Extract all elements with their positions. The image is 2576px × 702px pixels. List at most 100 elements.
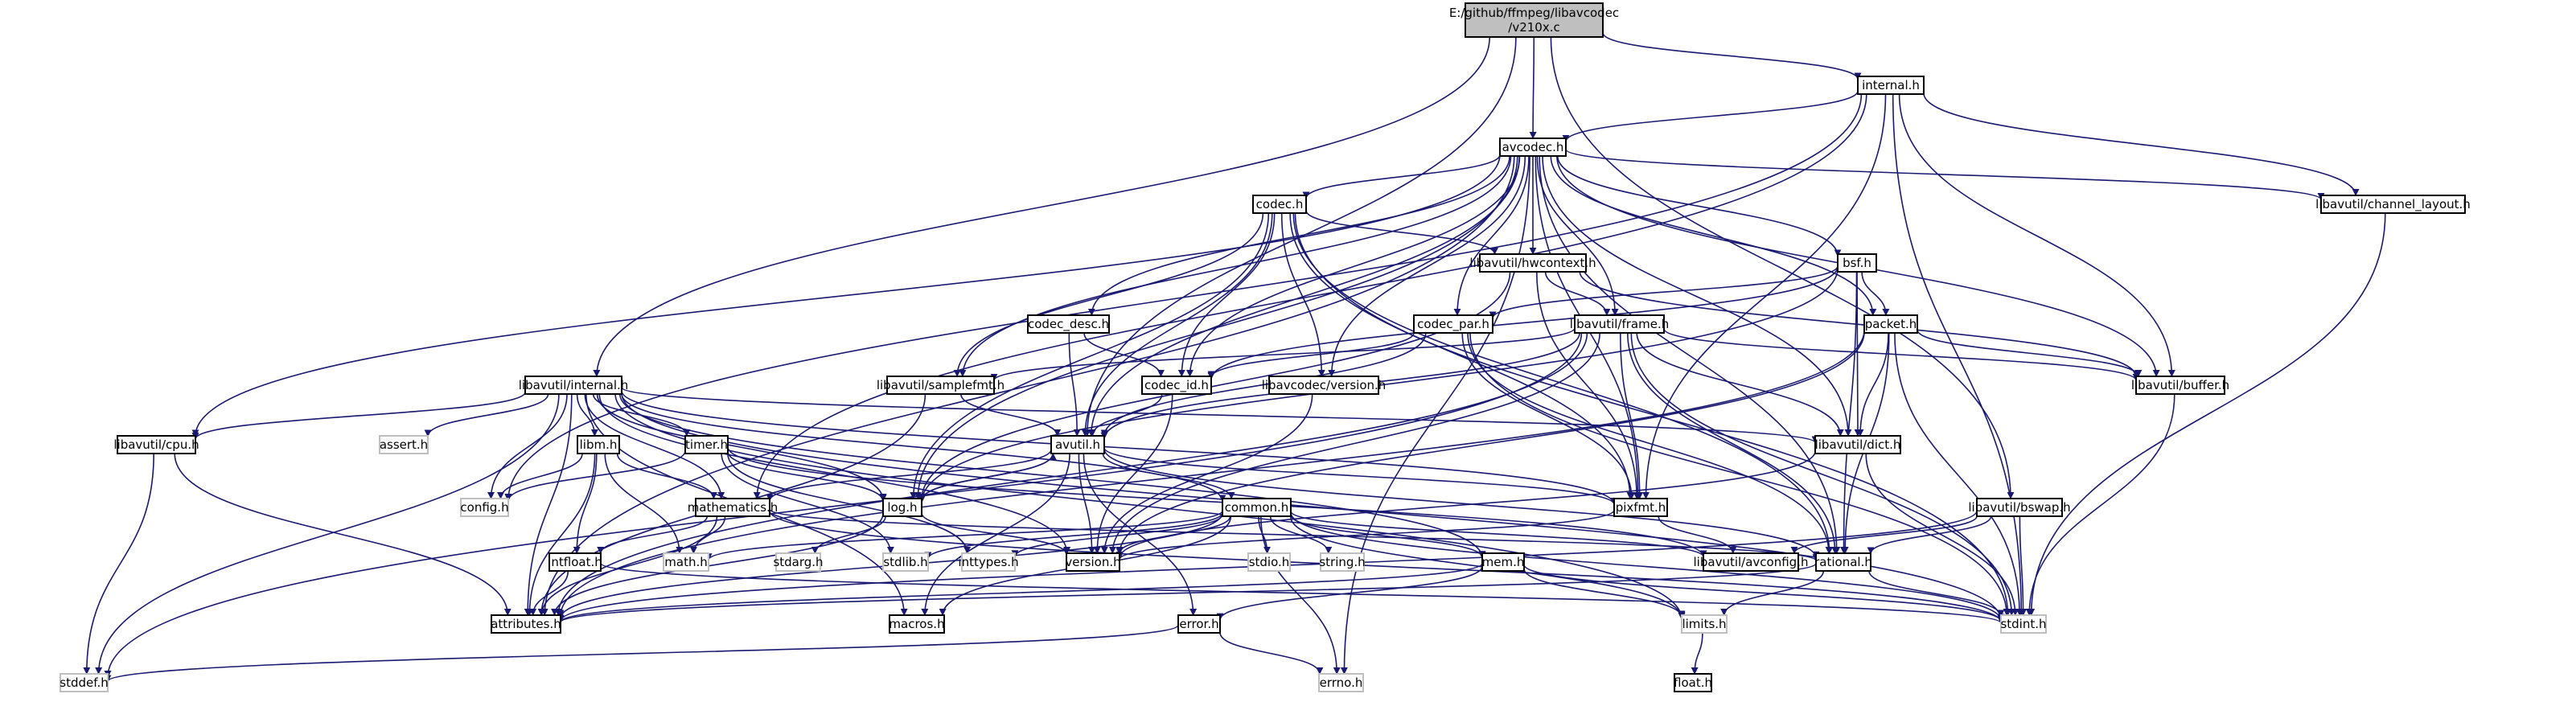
- node-attributes[interactable]: attributes.h: [491, 614, 561, 634]
- edge-luinternal-to-log: [596, 393, 887, 501]
- node-label: libm.h: [580, 437, 618, 452]
- edge-mem-to-error: [1216, 566, 1483, 621]
- dependency-edges: [83, 32, 2386, 683]
- edge-lavcversion-to-version: [1100, 393, 1313, 554]
- edge-frame-to-buffer: [1663, 328, 2140, 381]
- edge-mathematics-to-math: [689, 515, 726, 554]
- node-label: stdlib.h: [883, 555, 927, 569]
- node-box: [577, 435, 620, 454]
- node-cpu[interactable]: libavutil/cpu.h: [113, 435, 199, 454]
- node-avconfig[interactable]: libavutil/avconfig.h: [1694, 552, 1809, 572]
- node-box: [889, 614, 945, 634]
- node-box: [1318, 673, 1364, 692]
- node-bswap[interactable]: libavutil/bswap.h: [1968, 498, 2071, 517]
- node-label: stddef.h: [60, 675, 108, 690]
- node-box: [1681, 614, 1728, 634]
- edge-codecpar-to-stdint: [1469, 332, 2011, 616]
- node-main[interactable]: E:/github/ffmpeg/libavcodec/v210x.c: [1449, 2, 1619, 38]
- node-box: [1141, 376, 1212, 395]
- node-box: [524, 376, 622, 395]
- node-box: [1252, 195, 1307, 214]
- node-label: common.h: [1225, 500, 1289, 515]
- edge-codec-to-lavcversion: [1280, 212, 1325, 377]
- node-log[interactable]: log.h: [882, 498, 922, 517]
- header-nodes: E:/github/ffmpeg/libavcodec/v210x.c inter…: [60, 2, 2471, 692]
- node-codec[interactable]: codec.h: [1252, 195, 1307, 214]
- edge-codec-to-codecid: [1177, 212, 1276, 377]
- node-pixfmt[interactable]: pixfmt.h: [1613, 498, 1668, 517]
- node-label: E:/github/ffmpeg/libavcodec: [1449, 6, 1619, 20]
- node-box: [1976, 498, 2063, 517]
- node-chlayout[interactable]: libavutil/channel_layout.h: [2315, 195, 2471, 214]
- node-luinternal[interactable]: libavutil/internal.h: [519, 376, 629, 395]
- node-box: [1320, 552, 1365, 572]
- node-box: [1247, 552, 1291, 572]
- node-label: libavcodec/version.h: [1262, 378, 1387, 392]
- edge-error-to-errno: [1219, 632, 1324, 675]
- edge-common-to-math: [705, 510, 1223, 561]
- edge-codecpar-to-pixfmt: [1461, 332, 1636, 499]
- edge-avcodec-to-lavcversion: [1328, 155, 1526, 377]
- node-box: [1177, 614, 1221, 634]
- edge-packet-to-attributes: [557, 330, 1865, 618]
- edge-bswap-to-rational: [1867, 515, 1992, 555]
- edge-rational-to-stdint: [1868, 570, 2005, 618]
- node-packet[interactable]: packet.h: [1863, 314, 1918, 334]
- node-avcodec[interactable]: avcodec.h: [1499, 138, 1567, 157]
- edge-bsf-to-log: [918, 268, 1839, 503]
- node-hwcontext[interactable]: libavutil/hwcontext.h: [1469, 253, 1596, 273]
- edge-avcodec-to-rational: [1539, 155, 1841, 554]
- node-box: [1479, 253, 1587, 273]
- node-codecpar[interactable]: codec_par.h: [1413, 314, 1493, 334]
- edge-bsf-to-codecpar: [1489, 265, 1839, 319]
- node-avutil[interactable]: avutil.h: [1050, 435, 1105, 454]
- node-bsf[interactable]: bsf.h: [1837, 253, 1877, 273]
- edge-pixfmt-to-avconfig: [1658, 515, 1737, 554]
- node-box: [695, 498, 770, 517]
- edge-timer-to-config: [504, 450, 686, 502]
- node-label: errno.h: [1320, 675, 1363, 690]
- node-box: [1815, 552, 1871, 572]
- node-samplefmt[interactable]: libavutil/samplefmt.h: [877, 376, 1005, 395]
- edge-main-to-luinternal: [593, 36, 1490, 377]
- node-macros[interactable]: macros.h: [889, 614, 945, 634]
- edge-frame-to-stdint: [1630, 332, 2015, 616]
- node-box: [117, 435, 196, 454]
- edge-libm-to-mathematics: [616, 453, 717, 499]
- node-label: libavutil/internal.h: [519, 378, 629, 392]
- node-common[interactable]: common.h: [1222, 498, 1292, 517]
- node-lavcversion[interactable]: libavcodec/version.h: [1262, 376, 1387, 395]
- node-mem[interactable]: mem.h: [1481, 552, 1525, 572]
- node-buffer[interactable]: libavutil/buffer.h: [2131, 376, 2229, 395]
- node-box: [684, 435, 729, 454]
- edge-libm-to-math: [604, 453, 684, 554]
- edge-hwcontext-to-pixfmt: [1536, 271, 1641, 499]
- node-timer[interactable]: timer.h: [684, 435, 729, 454]
- node-label: bsf.h: [1843, 256, 1871, 270]
- node-rational[interactable]: rational.h: [1814, 552, 1872, 572]
- edge-avcodec-to-codecid: [1186, 155, 1521, 377]
- node-codecdesc[interactable]: codec_desc.h: [1027, 314, 1110, 334]
- node-frame[interactable]: libavutil/frame.h: [1570, 314, 1669, 334]
- node-internal[interactable]: internal.h: [1857, 76, 1925, 95]
- node-inttypes: inttypes.h: [958, 552, 1019, 572]
- node-float[interactable]: float.h: [1674, 673, 1712, 692]
- edge-luinternal-to-stddef: [95, 393, 560, 675]
- node-version[interactable]: version.h: [1065, 552, 1121, 572]
- node-codecid[interactable]: codec_id.h: [1141, 376, 1212, 395]
- node-label: float.h: [1674, 675, 1712, 690]
- node-label: libavutil/cpu.h: [113, 437, 199, 452]
- edge-mem-to-attributes: [557, 562, 1483, 623]
- edge-frame-to-version: [1108, 332, 1600, 554]
- edge-luinternal-to-assert: [424, 393, 549, 437]
- node-limits: limits.h: [1681, 614, 1728, 634]
- node-mathematics[interactable]: mathematics.h: [688, 498, 779, 517]
- node-error[interactable]: error.h: [1177, 614, 1221, 634]
- node-intfloat[interactable]: intfloat.h: [548, 552, 602, 572]
- node-libm[interactable]: libm.h: [577, 435, 620, 454]
- node-label: libavutil/dict.h: [1815, 437, 1901, 452]
- node-box: [1613, 498, 1668, 517]
- node-dict[interactable]: libavutil/dict.h: [1814, 435, 1901, 454]
- edge-common-to-mem: [1290, 515, 1486, 559]
- edge-codecid-to-version: [1093, 393, 1173, 554]
